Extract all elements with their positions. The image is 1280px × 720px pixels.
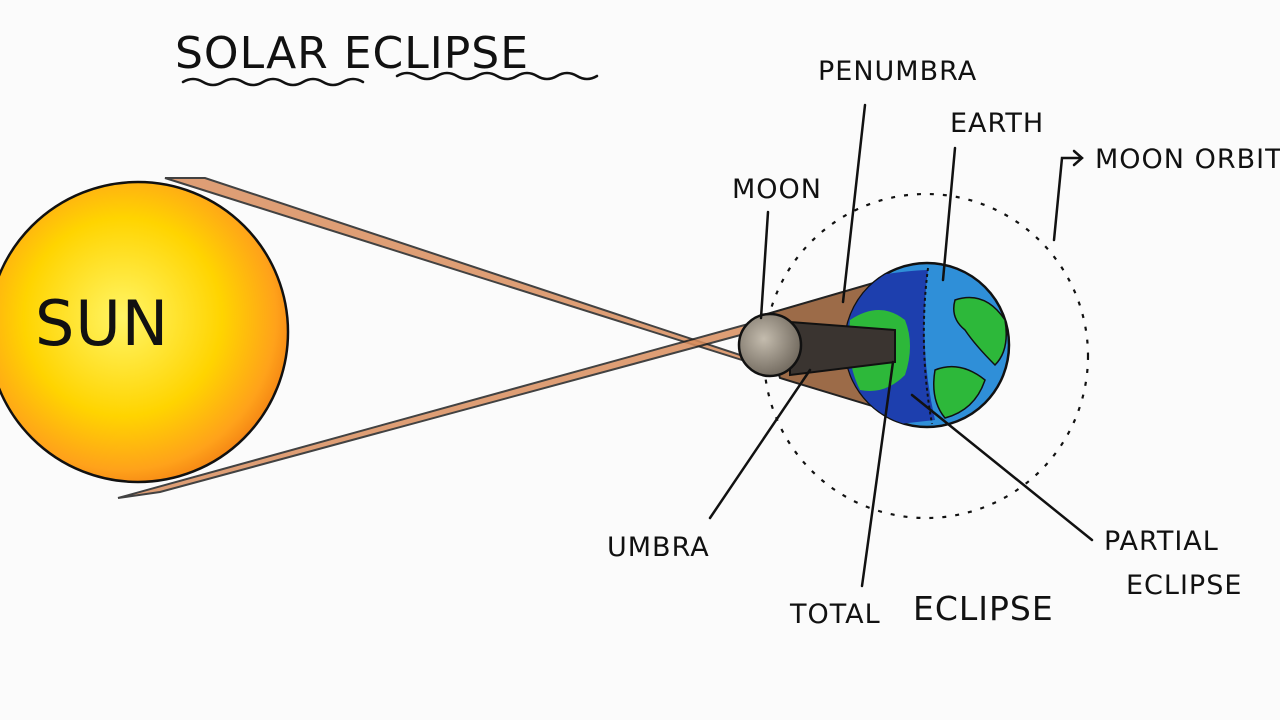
moon [737, 312, 803, 378]
penumbra-label: PENUMBRA [818, 56, 977, 87]
sun-label: SUN [35, 287, 169, 360]
partial-eclipse-leader [910, 393, 1094, 542]
total-eclipse-label-word1: TOTAL [789, 599, 881, 630]
title-underline-1 [181, 77, 365, 87]
umbra-leader [708, 368, 812, 520]
earth-leader [941, 146, 957, 282]
title-underline-2 [395, 71, 599, 81]
umbra-label: UMBRA [607, 532, 710, 563]
moon-orbit-leader [1052, 156, 1082, 242]
moon-leader [759, 210, 770, 320]
total-eclipse-label-word2: ECLIPSE [913, 589, 1054, 628]
moon-orbit-arrowhead [1072, 149, 1084, 167]
sun [0, 180, 290, 484]
partial-eclipse-label-line2: ECLIPSE [1126, 570, 1242, 601]
partial-eclipse-label-line1: PARTIAL [1104, 526, 1219, 557]
diagram-title: SOLAR ECLIPSE [175, 28, 529, 79]
total-eclipse-leader [860, 360, 895, 588]
earth-label: EARTH [950, 108, 1044, 139]
moon-orbit-label: MOON ORBIT [1095, 144, 1280, 175]
moon-label: MOON [732, 174, 822, 205]
penumbra-leader [841, 103, 867, 304]
